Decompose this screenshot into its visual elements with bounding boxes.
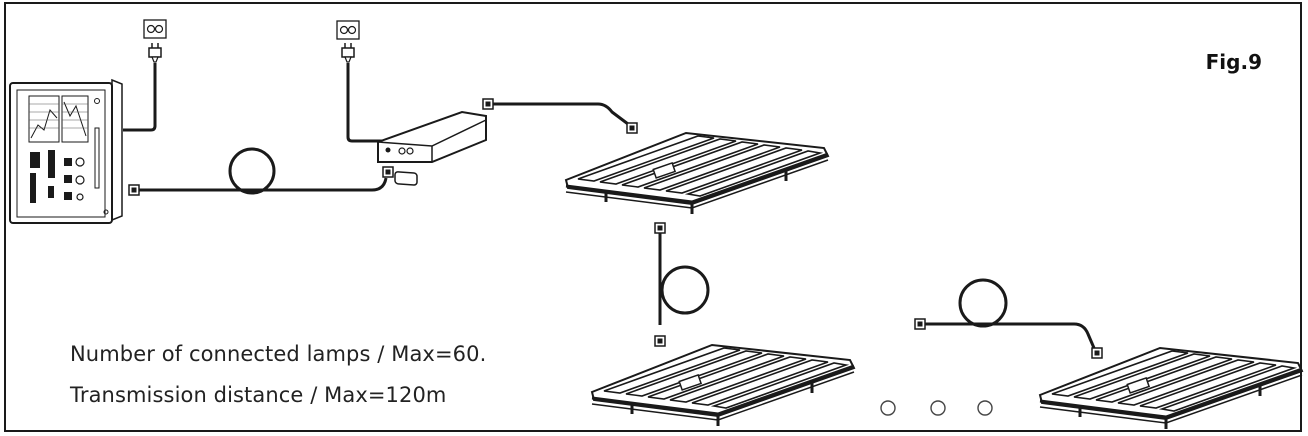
rj-connector-icon: [626, 122, 638, 134]
rj-connector-icon: [128, 184, 140, 196]
rj-connector-icon: [382, 166, 394, 178]
plug-icon: [148, 42, 162, 63]
cable-coil-icon: [958, 278, 1008, 328]
cable-coil-icon: [660, 265, 710, 315]
max-distance-note: Transmission distance / Max=120m: [70, 383, 447, 407]
rj-connector-icon: [1091, 347, 1103, 359]
plug-icon: [341, 42, 355, 63]
cable-coil-icon: [228, 147, 276, 195]
grow-light-fixture: [590, 343, 856, 428]
figure-frame: [4, 2, 1302, 432]
rj-connector-icon: [654, 222, 666, 234]
rj-connector-icon: [482, 98, 494, 110]
grow-light-fixture: [1038, 346, 1304, 431]
controller-device: [9, 78, 123, 224]
power-adapter: [377, 110, 487, 186]
rj-connector-icon: [654, 335, 666, 347]
max-lamps-note: Number of connected lamps / Max=60.: [70, 342, 487, 366]
controller-power-cord: [123, 63, 157, 132]
outlet-icon: [143, 19, 167, 39]
grow-light-fixture: [564, 131, 830, 216]
ellipsis-dots: [880, 400, 993, 416]
adapter-power-cord: [346, 63, 385, 143]
rj-connector-icon: [914, 318, 926, 330]
figure-label: Fig.9: [1205, 50, 1262, 74]
outlet-icon: [336, 20, 360, 40]
